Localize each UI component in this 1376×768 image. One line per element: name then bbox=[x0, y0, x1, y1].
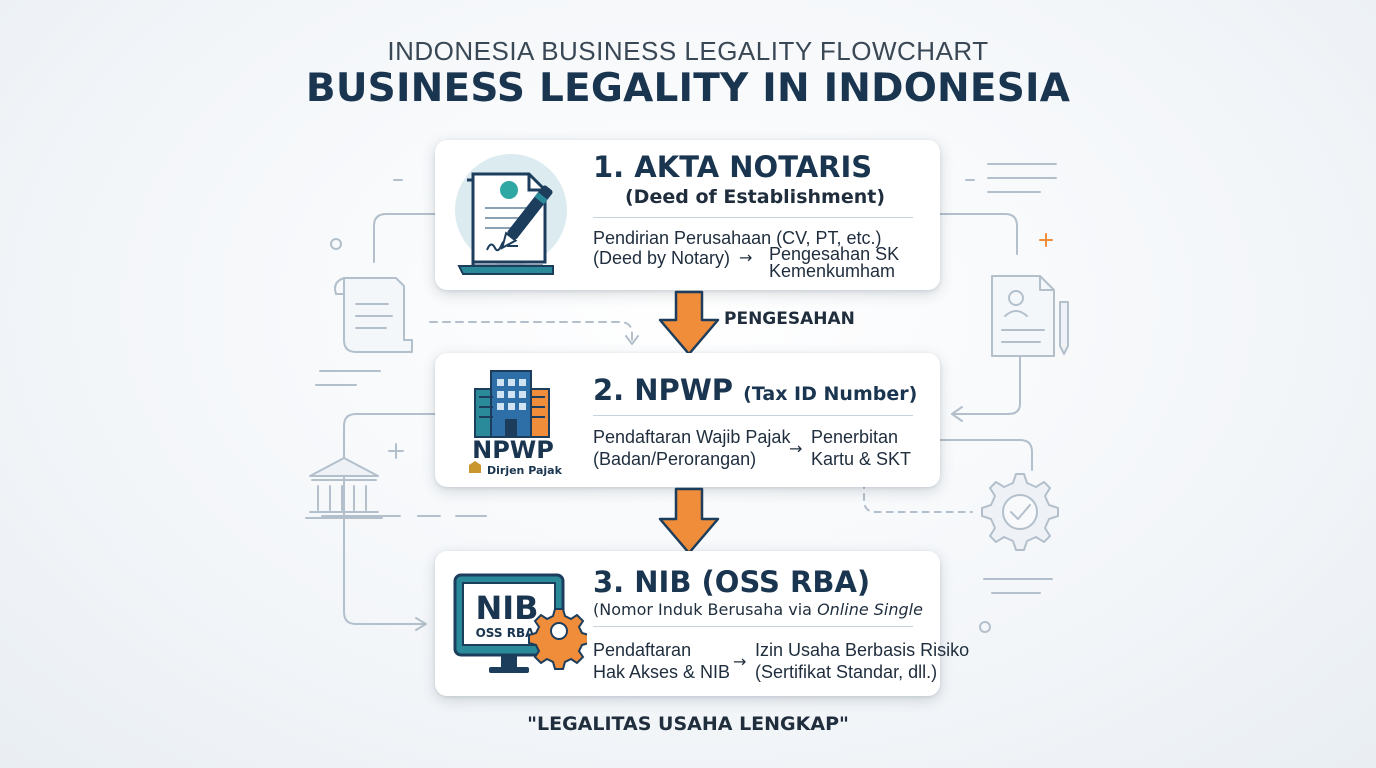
step-card-akta-notaris: 1. AKTA NOTARIS (Deed of Establishment) … bbox=[435, 140, 940, 290]
connector-label: PENGESAHAN bbox=[724, 309, 855, 329]
flow-arrow-down-icon bbox=[658, 290, 720, 356]
step-detail-right: Penerbitan Kartu & SKT bbox=[811, 427, 912, 469]
step-title: 2. NPWP (Tax ID Number) bbox=[593, 373, 918, 407]
step-arrow-icon: → bbox=[733, 652, 747, 671]
step-detail-left: Pendaftaran Hak Akses & NIB bbox=[593, 640, 731, 682]
tax-office-building-icon: NPWP Dirjen Pajak bbox=[469, 370, 563, 477]
step-arrow-icon: → bbox=[739, 248, 753, 267]
step-card-npwp: NPWP Dirjen Pajak 2. NPWP (Tax ID Number… bbox=[435, 353, 940, 487]
diagram-footer: "LEGALITAS USAHA LENGKAP" bbox=[527, 713, 849, 735]
step-detail-left: Pendaftaran Wajib Pajak (Badan/Peroranga… bbox=[593, 427, 791, 469]
step-detail-right: Pengesahan SK Kemenkumham bbox=[769, 244, 900, 281]
step-detail-right: Izin Usaha Berbasis Risiko (Sertifikat S… bbox=[755, 640, 970, 682]
step-arrow-icon: → bbox=[789, 439, 803, 458]
step-title: 3. NIB (OSS RBA) bbox=[593, 565, 871, 599]
diagram-supertitle: INDONESIA BUSINESS LEGALITY FLOWCHART bbox=[387, 36, 989, 66]
step-detail-left: Pendirian Perusahaan (CV, PT, etc.) (Dee… bbox=[593, 228, 882, 268]
nib-icon-label: NIB bbox=[475, 589, 538, 627]
npwp-icon-label: NPWP bbox=[472, 436, 554, 464]
divider bbox=[593, 626, 913, 627]
step-subtitle: (Deed of Establishment) bbox=[625, 186, 886, 208]
diagram-title: BUSINESS LEGALITY IN INDONESIA bbox=[305, 66, 1071, 111]
npwp-icon-caption: Dirjen Pajak bbox=[487, 464, 563, 477]
divider bbox=[593, 217, 913, 218]
step-card-nib-oss: NIB OSS RBA 3. NIB (OSS RBA) (Nomor Indu… bbox=[435, 551, 969, 696]
divider bbox=[593, 415, 913, 416]
step-subtitle: (Nomor Induk Berusaha via Online Single bbox=[593, 600, 923, 619]
flow-arrow-down-icon bbox=[658, 487, 720, 555]
step-title: 1. AKTA NOTARIS bbox=[593, 150, 873, 184]
nib-icon-caption: OSS RBA bbox=[476, 626, 536, 640]
notary-document-pen-icon bbox=[455, 154, 567, 275]
oss-monitor-gear-icon: NIB OSS RBA bbox=[453, 573, 587, 673]
